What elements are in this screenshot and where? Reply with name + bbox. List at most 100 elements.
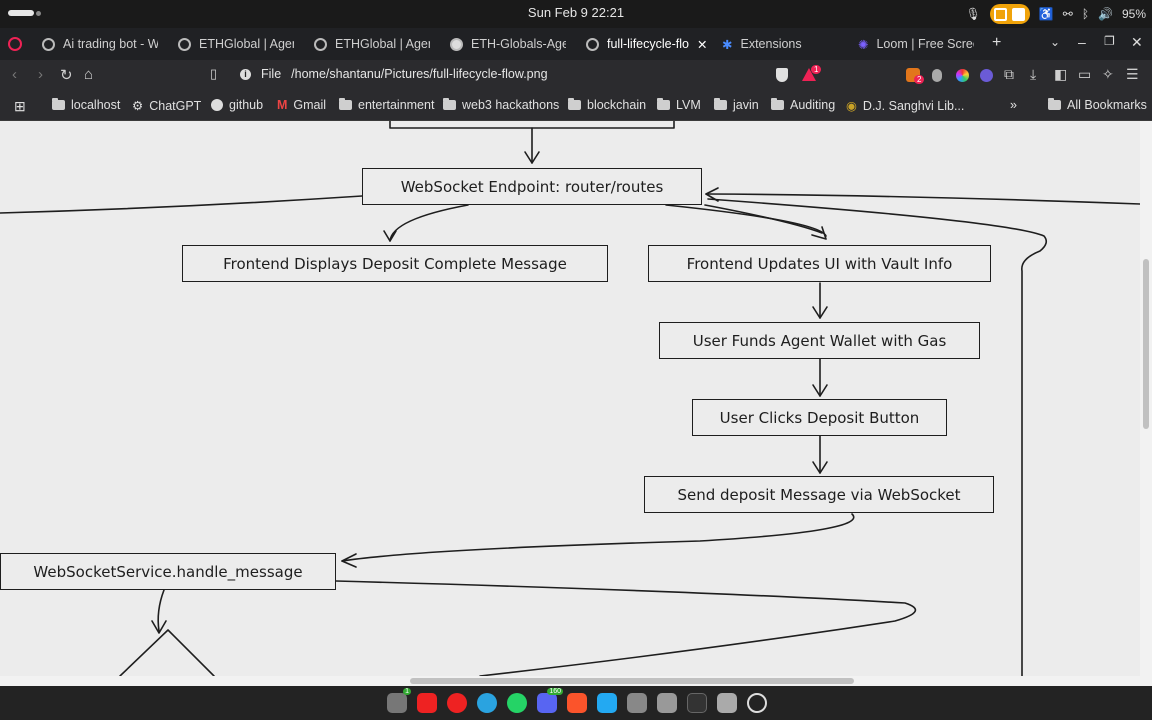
accessibility-icon[interactable]: ♿	[1038, 7, 1054, 21]
horizontal-scroll-thumb[interactable]	[410, 678, 854, 684]
tab-ethglobal-1[interactable]: ETHGlobal | Agent	[178, 32, 294, 56]
address-bar[interactable]: i File /home/shantanu/Pictures/full-life…	[240, 67, 548, 81]
workspace-indicator[interactable]	[8, 10, 34, 16]
reload-button[interactable]: ↻	[60, 67, 73, 84]
brave-shield-icon[interactable]	[776, 68, 788, 82]
more-bookmarks-chevron-icon[interactable]: »	[1010, 98, 1017, 112]
bookmark-blockchain[interactable]: blockchain	[568, 98, 646, 112]
bookmark-localhost[interactable]: localhost	[52, 98, 120, 112]
folder-icon	[1048, 98, 1061, 110]
apps-grid-icon[interactable]: ⊞	[14, 98, 26, 114]
tab-extensions[interactable]: ✱Extensions	[722, 37, 802, 52]
folder-icon	[339, 98, 352, 110]
folder-icon	[52, 98, 65, 110]
youtube-music-icon[interactable]	[447, 693, 467, 713]
github-icon	[211, 99, 223, 111]
ethglobal-icon	[314, 37, 327, 51]
telegram-icon[interactable]	[477, 693, 497, 713]
all-bookmarks[interactable]: All Bookmarks	[1048, 98, 1147, 112]
folder-icon	[771, 98, 784, 110]
system-tray[interactable]: 🎙 ♿ ⚯ ᛒ 🔊 95%	[966, 4, 1146, 24]
tab-ai-trading-bot[interactable]: Ai trading bot - We	[42, 32, 158, 56]
system-top-bar: Sun Feb 9 22:21 🎙 ♿ ⚯ ᛒ 🔊 95%	[0, 0, 1152, 28]
tab-list-chevron-icon[interactable]: ⌄	[1050, 35, 1061, 49]
clock[interactable]: Sun Feb 9 22:21	[527, 5, 625, 20]
app-grid-icon[interactable]	[747, 693, 767, 713]
url-text[interactable]: /home/shantanu/Pictures/full-lifecycle-f…	[291, 67, 548, 81]
tab-ethglobal-2[interactable]: ETHGlobal | Agent	[314, 32, 430, 56]
youtube-icon[interactable]	[417, 693, 437, 713]
network-icon[interactable]: ⚯	[1062, 7, 1073, 21]
loom-icon: ✺	[858, 37, 869, 52]
rewards-badge: 1	[811, 65, 822, 74]
leo-ai-icon[interactable]: ✧	[1102, 66, 1114, 82]
github-icon	[450, 37, 463, 51]
maximize-button[interactable]: ❐	[1104, 34, 1115, 48]
brave-browser-icon[interactable]	[567, 693, 587, 713]
extensions-puzzle-icon[interactable]: ⧉	[1004, 66, 1014, 82]
bluetooth-icon[interactable]: ᛒ	[1081, 7, 1090, 21]
new-tab-button[interactable]: +	[992, 34, 1002, 51]
bookmark-web3-hackathons[interactable]: web3 hackathons	[443, 98, 559, 112]
files-icon[interactable]: 1	[387, 688, 411, 713]
bookmark-dj-sanghvi[interactable]: ◉D.J. Sanghvi Lib...	[846, 98, 965, 114]
extension-gear-icon[interactable]	[980, 69, 993, 82]
extension-mouse-icon[interactable]	[932, 69, 942, 82]
url-scheme: File	[261, 67, 282, 81]
gmail-icon: M	[277, 98, 288, 112]
tab-full-lifecycle-flow[interactable]: full-lifecycle-flo✕	[586, 32, 706, 56]
bookmark-github[interactable]: github	[211, 98, 263, 112]
mic-icon[interactable]: 🎙	[965, 7, 981, 21]
close-window-button[interactable]: ✕	[1131, 34, 1143, 50]
minimize-button[interactable]: –	[1078, 34, 1086, 50]
volume-icon[interactable]: 🔊	[1098, 7, 1113, 21]
vscode-icon[interactable]	[597, 693, 617, 713]
ethglobal-icon	[178, 37, 191, 51]
trash-icon[interactable]	[717, 693, 737, 713]
download-icon[interactable]: ⤓	[1030, 66, 1037, 82]
discord-icon[interactable]: 160	[537, 688, 563, 713]
library-icon: ◉	[846, 99, 857, 113]
close-tab-icon[interactable]: ✕	[696, 37, 706, 52]
terminal-icon[interactable]	[687, 693, 707, 713]
node-websocket-endpoint: WebSocket Endpoint: router/routes	[362, 168, 702, 205]
info-icon[interactable]: i	[240, 68, 251, 80]
folder-icon	[568, 98, 581, 110]
menu-icon[interactable]: ☰	[1126, 66, 1139, 82]
whatsapp-icon[interactable]	[507, 693, 527, 713]
brave-menu-icon[interactable]	[8, 37, 22, 51]
bookmark-lvm[interactable]: LVM	[657, 98, 701, 112]
bookmark-chatgpt[interactable]: ⚙ChatGPT	[132, 98, 202, 114]
folder-icon	[714, 98, 727, 110]
settings-gear-icon[interactable]	[657, 693, 677, 713]
vertical-scroll-thumb[interactable]	[1143, 259, 1149, 429]
battery-label[interactable]: 95%	[1121, 7, 1146, 21]
tab-github-repo[interactable]: ETH-Globals-Age	[450, 32, 566, 56]
extension-badge: 2	[914, 75, 925, 84]
openai-icon: ⚙	[132, 99, 144, 113]
bookmark-icon[interactable]: ▯	[210, 66, 218, 81]
back-button[interactable]: ‹	[12, 66, 17, 83]
bookmark-auditing[interactable]: Auditing	[771, 98, 835, 112]
image-viewer[interactable]: WebSocket Endpoint: router/routes Fronte…	[0, 121, 1140, 676]
folder-icon	[443, 98, 456, 110]
bookmark-javin[interactable]: javin	[714, 98, 759, 112]
workspace-dot[interactable]	[36, 11, 41, 16]
home-icon[interactable]: ⌂	[84, 66, 94, 83]
horizontal-scrollbar[interactable]	[0, 676, 1152, 686]
node-user-funds-wallet: User Funds Agent Wallet with Gas	[659, 322, 980, 359]
tab-bar: Ai trading bot - We ETHGlobal | Agent ET…	[0, 28, 1152, 60]
node-frontend-updates-ui: Frontend Updates UI with Vault Info	[648, 245, 991, 282]
extension-color-icon[interactable]	[956, 69, 969, 82]
forward-button[interactable]: ›	[38, 66, 43, 83]
inkscape-icon[interactable]	[627, 693, 647, 713]
folder-icon	[657, 98, 670, 110]
sidebar-icon[interactable]: ◧	[1054, 66, 1068, 82]
globe-icon	[586, 37, 599, 51]
vertical-scrollbar[interactable]	[1140, 121, 1152, 676]
screen-share-indicator[interactable]	[989, 4, 1030, 24]
tab-loom[interactable]: ✺Loom | Free Scree	[858, 37, 974, 52]
bookmark-entertainment[interactable]: entertainment	[339, 98, 434, 112]
wallet-icon[interactable]: ▭	[1078, 66, 1092, 82]
